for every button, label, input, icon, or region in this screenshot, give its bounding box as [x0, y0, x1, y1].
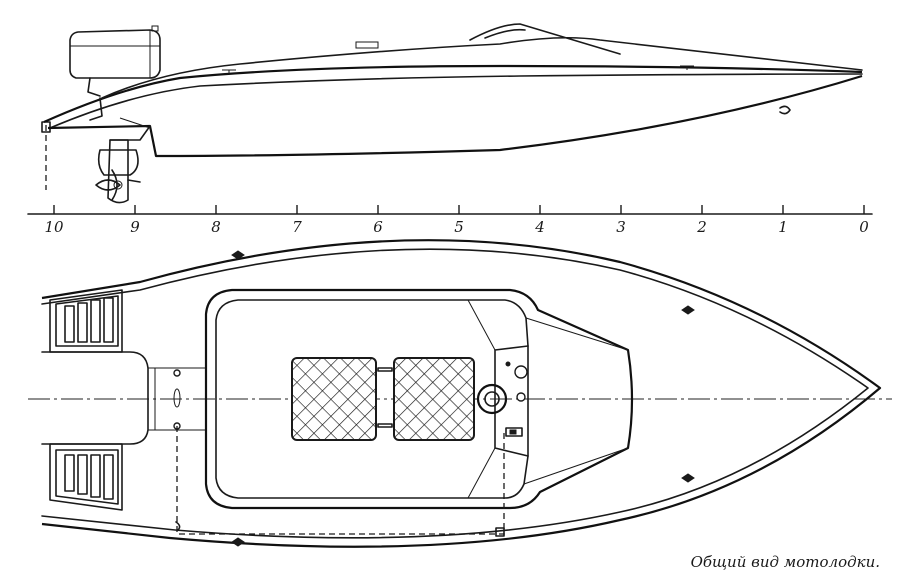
- outboard-motor: [69, 25, 161, 204]
- station-label: 2: [696, 218, 707, 236]
- station-label: 7: [292, 218, 302, 236]
- plan-view: [28, 239, 892, 548]
- station-ticks: [53, 205, 865, 214]
- station-label: 5: [454, 218, 464, 236]
- cockpit: [204, 288, 634, 510]
- station-label: 0: [859, 218, 869, 236]
- hull-plan-outline: [41, 239, 882, 548]
- station-label: 8: [211, 218, 221, 236]
- station-label: 1: [778, 218, 788, 236]
- station-label: 6: [373, 218, 383, 236]
- station-label: 4: [534, 218, 545, 236]
- seat-left: [291, 357, 377, 441]
- stern-locker-top: [49, 289, 123, 353]
- station-label: 9: [130, 218, 140, 236]
- side-view: [41, 23, 863, 204]
- stern-locker-bottom: [49, 443, 123, 511]
- station-label: 10: [44, 218, 64, 236]
- hull-side: [43, 23, 863, 158]
- seat-right: [393, 357, 475, 441]
- figure-caption: Общий вид мотолодки.: [690, 553, 880, 571]
- station-label: 3: [616, 218, 626, 236]
